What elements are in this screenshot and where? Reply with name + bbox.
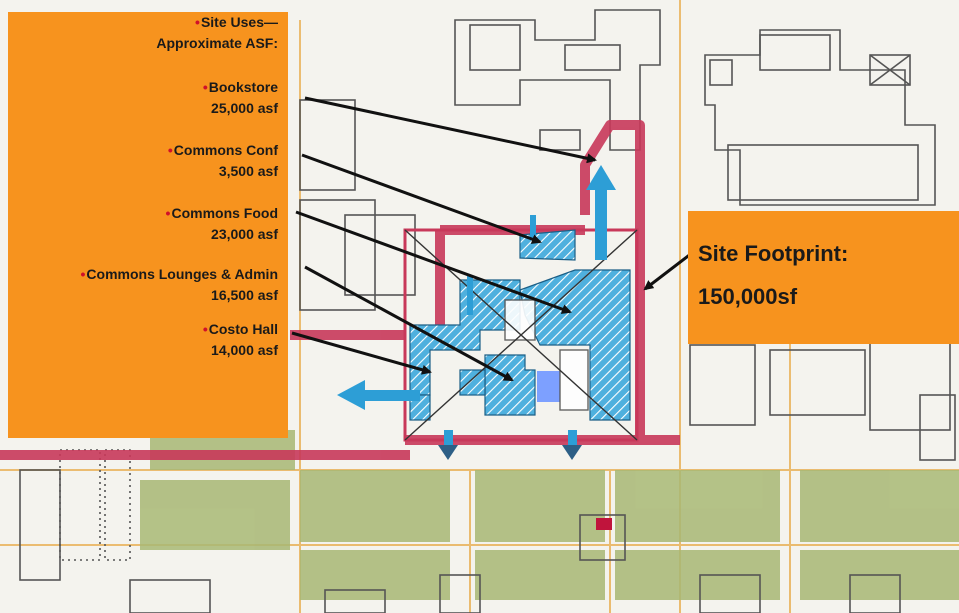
site-use-commons-food: •Commons Food 23,000 asf [166, 203, 278, 245]
site-use-name: Commons Food [171, 205, 278, 221]
site-use-name: Commons Lounges & Admin [86, 266, 278, 282]
bullet-glyph: • [202, 321, 208, 337]
heading-line1: Site Uses— [200, 14, 278, 30]
costo-hall-marker [537, 371, 560, 402]
site-outline [403, 228, 639, 442]
bullet-glyph: • [202, 79, 208, 95]
site-use-costo-hall: •Costo Hall 14,000 asf [203, 319, 278, 361]
footprint-label: Site Footprint: [698, 241, 849, 266]
site-use-name: Commons Conf [173, 142, 278, 158]
heading-line2: Approximate ASF: [156, 35, 278, 51]
site-use-area: 14,000 asf [211, 342, 278, 358]
site-use-area: 23,000 asf [211, 226, 278, 242]
hatched-program-areas [409, 229, 631, 421]
bullet-glyph: • [167, 142, 173, 158]
plaza-marker [596, 518, 612, 530]
site-use-area: 3,500 asf [218, 163, 278, 179]
lawn-areas [140, 430, 959, 600]
footprint-value: 150,000sf [698, 284, 798, 309]
callout-arrows [291, 96, 693, 382]
site-footprint-callout: Site Footprint: 150,000sf [688, 211, 959, 344]
site-use-name: Costo Hall [208, 321, 278, 337]
site-use-area: 16,500 asf [211, 287, 278, 303]
flow-arrows [337, 165, 616, 460]
site-use-commons-lounges: •Commons Lounges & Admin 16,500 asf [81, 264, 279, 306]
building-outlines [19, 9, 956, 613]
bullet-glyph: • [80, 266, 86, 282]
site-uses-heading: •Site Uses— Approximate ASF: [156, 12, 278, 54]
site-use-bookstore: •Bookstore 25,000 asf [203, 77, 278, 119]
bullet-glyph: • [165, 205, 171, 221]
site-uses-panel: •Site Uses— Approximate ASF: •Bookstore … [8, 12, 288, 438]
bullet-glyph: • [195, 14, 200, 30]
site-use-commons-conf: •Commons Conf 3,500 asf [168, 140, 278, 182]
site-use-area: 25,000 asf [211, 100, 278, 116]
site-use-name: Bookstore [208, 79, 278, 95]
